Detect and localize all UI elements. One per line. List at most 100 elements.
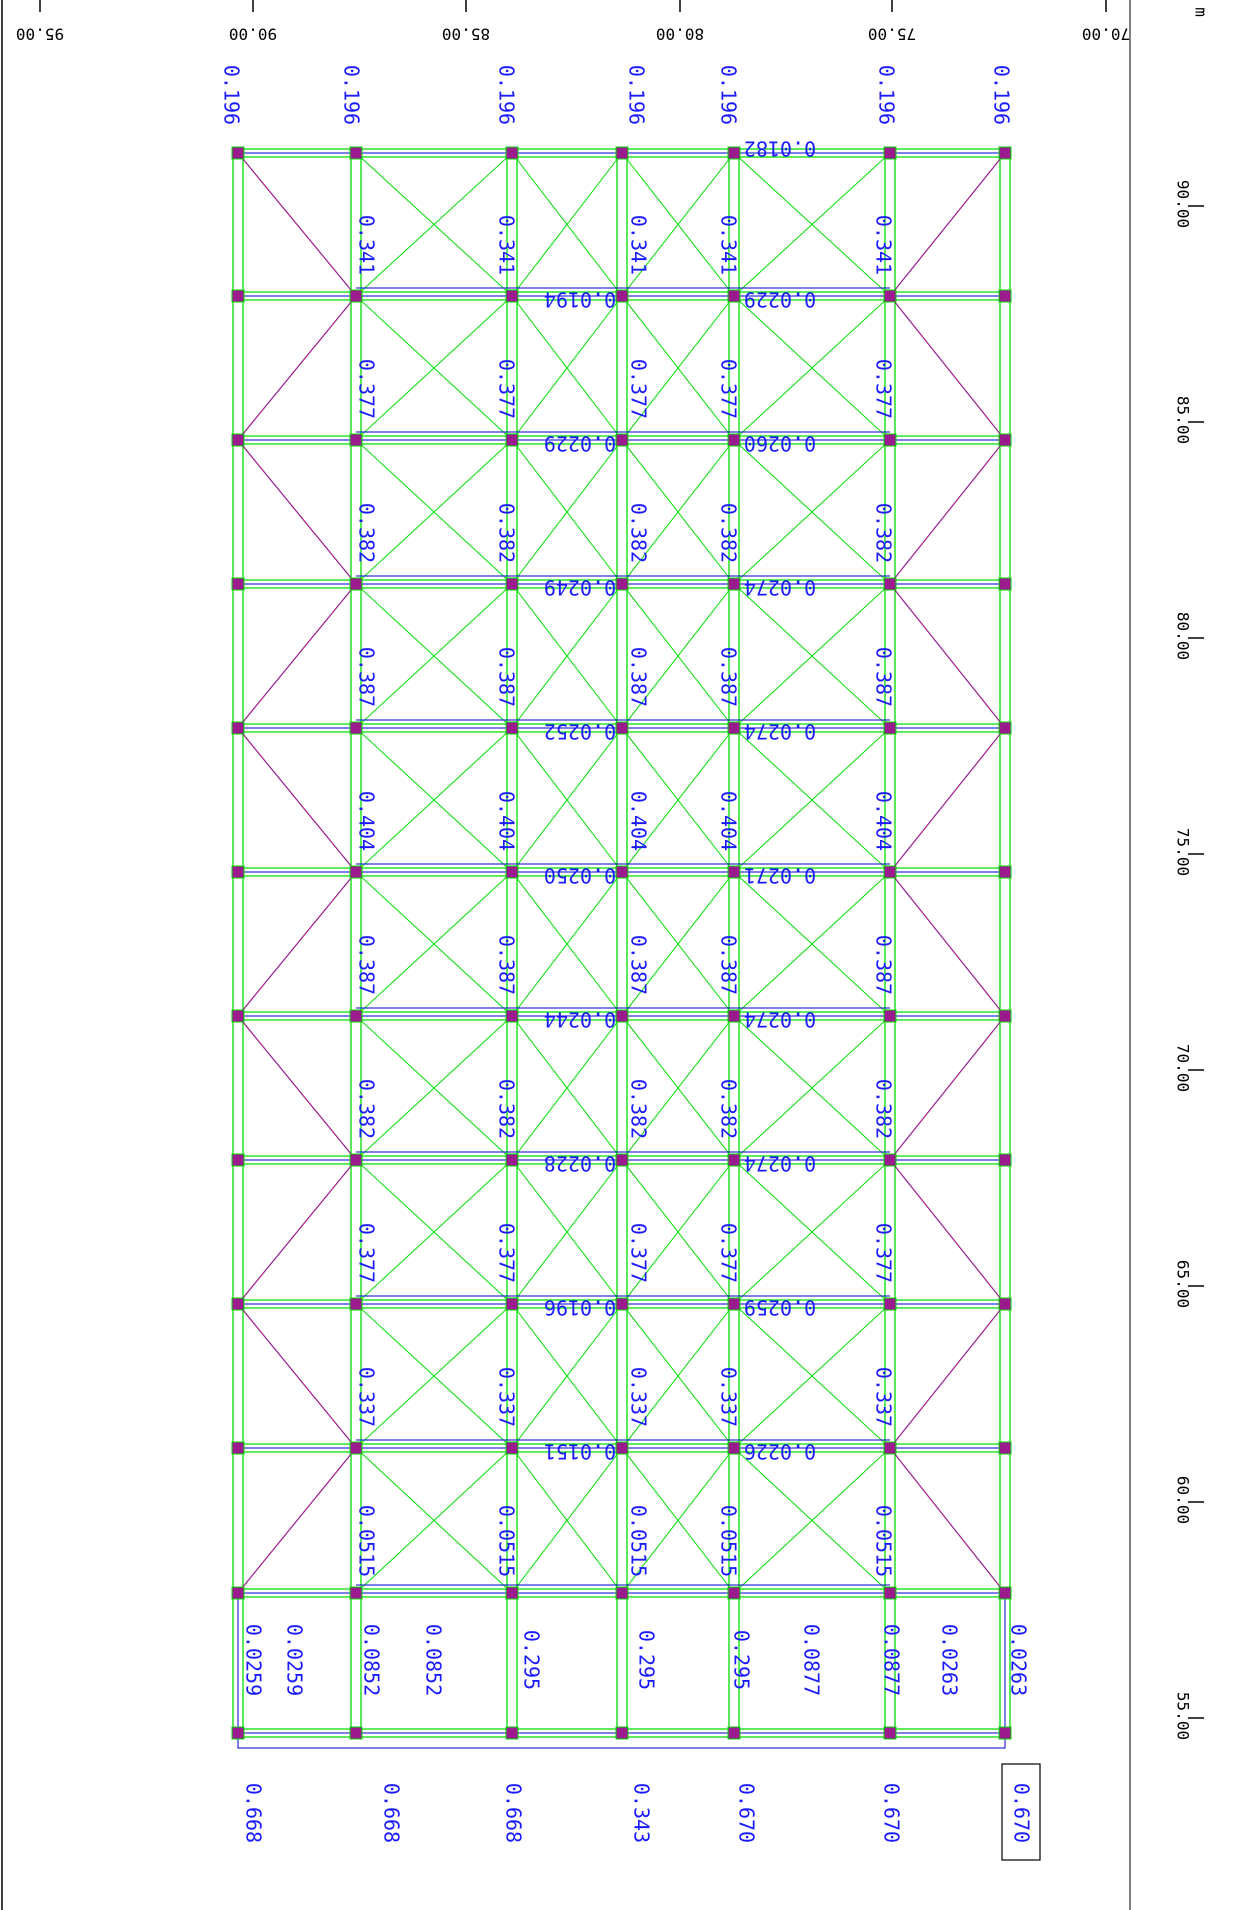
edge-brace-line [237, 1447, 357, 1594]
bay-value-label: 0.387 [355, 647, 379, 707]
right-axis-tick-label: 60.00 [1174, 1476, 1193, 1524]
brace-line [621, 439, 735, 585]
top-axis-tick-label: 80.00 [656, 25, 704, 44]
node-marker [505, 1009, 519, 1023]
bay-value-label: 0.0515 [355, 1505, 379, 1577]
node-marker [505, 289, 519, 303]
brace-line [733, 152, 891, 297]
edge-brace-line [889, 439, 1006, 585]
beam-label-left: 0.0249 [544, 576, 616, 600]
bay-value-label: 0.377 [872, 359, 896, 419]
node-marker [727, 721, 741, 735]
edge-brace-line [237, 1015, 357, 1161]
bay-value-label: 0.377 [627, 359, 651, 419]
brace-line [733, 295, 891, 441]
node-marker [998, 577, 1012, 591]
brace-line [511, 1159, 623, 1305]
node-marker [615, 865, 629, 879]
node-marker [998, 721, 1012, 735]
beam-label-left: 0.0244 [544, 1008, 616, 1032]
top-row-label: 0.196 [990, 65, 1014, 125]
lower-row-label: 0.295 [520, 1630, 544, 1690]
brace-line [511, 1015, 623, 1161]
bay-value-label: 0.337 [872, 1367, 896, 1427]
edge-brace-line [237, 583, 357, 729]
node-marker [349, 1297, 363, 1311]
bay-value-label: 0.382 [355, 503, 379, 563]
bottom-row-label: 0.668 [502, 1783, 526, 1843]
lower-row-label: 0.0852 [422, 1624, 446, 1696]
bay-value-label: 0.387 [355, 935, 379, 995]
top-axis-tick-label: 90.00 [229, 25, 277, 44]
edge-brace-line [237, 152, 357, 297]
node-marker [349, 146, 363, 160]
node-marker [349, 1153, 363, 1167]
node-marker [727, 1009, 741, 1023]
bay-value-label: 0.387 [717, 647, 741, 707]
bay-value-label: 0.382 [872, 1079, 896, 1139]
node-marker [883, 1726, 897, 1740]
top-axis-tick-label: 70.00 [1082, 25, 1130, 44]
brace-line [621, 871, 735, 1017]
node-marker [883, 433, 897, 447]
bay-value-label: 0.377 [627, 1223, 651, 1283]
node-marker [231, 721, 245, 735]
bay-value-label: 0.387 [717, 935, 741, 995]
node-marker [615, 577, 629, 591]
brace-line [355, 152, 513, 297]
edge-brace-line [889, 727, 1006, 873]
bay-value-label: 0.337 [627, 1367, 651, 1427]
node-marker [883, 146, 897, 160]
node-marker [998, 1009, 1012, 1023]
node-marker [505, 721, 519, 735]
edge-brace-line [889, 152, 1006, 297]
brace-line [733, 727, 891, 873]
bay-value-label: 0.404 [717, 791, 741, 851]
node-marker [998, 146, 1012, 160]
node-marker [727, 1441, 741, 1455]
brace-line [621, 1303, 735, 1449]
node-marker [505, 1726, 519, 1740]
brace-line [355, 1303, 513, 1449]
bay-value-label: 0.341 [872, 215, 896, 275]
beam-label-right: 0.0259 [744, 1296, 816, 1320]
bay-value-label: 0.382 [627, 503, 651, 563]
beam-label-left: 0.0194 [544, 288, 616, 312]
brace-line [621, 1447, 735, 1594]
brace-line [355, 1447, 513, 1594]
node-marker [615, 289, 629, 303]
bay-value-label: 0.387 [872, 647, 896, 707]
node-marker [231, 1726, 245, 1740]
brace-line [733, 583, 891, 729]
lower-row-label: 0.0877 [800, 1624, 824, 1696]
node-marker [231, 1441, 245, 1455]
bay-value-label: 0.0515 [872, 1505, 896, 1577]
node-marker [998, 1297, 1012, 1311]
node-marker [231, 146, 245, 160]
edge-brace-line [889, 1447, 1006, 1594]
right-axis-tick-label: 70.00 [1174, 1044, 1193, 1092]
bay-value-label: 0.337 [355, 1367, 379, 1427]
node-marker [998, 1153, 1012, 1167]
node-marker [231, 865, 245, 879]
brace-line [621, 1159, 735, 1305]
beam-label-left: 0.0151 [544, 1440, 616, 1464]
node-marker [998, 865, 1012, 879]
node-marker [349, 1009, 363, 1023]
bay-value-label: 0.377 [355, 1223, 379, 1283]
lower-row-label: 0.0263 [938, 1624, 962, 1696]
right-axis-tick-label: 55.00 [1174, 1692, 1193, 1740]
node-marker [505, 1297, 519, 1311]
beam-label-right: 0.0274 [744, 1152, 816, 1176]
node-marker [998, 1441, 1012, 1455]
lower-row-label: 0.0259 [242, 1624, 266, 1696]
bay-value-label: 0.377 [495, 1223, 519, 1283]
lower-row-label: 0.0852 [360, 1624, 384, 1696]
bay-value-label: 0.387 [627, 935, 651, 995]
brace-line [511, 152, 623, 297]
node-marker [727, 1297, 741, 1311]
node-marker [615, 1009, 629, 1023]
brace-line [621, 152, 735, 297]
